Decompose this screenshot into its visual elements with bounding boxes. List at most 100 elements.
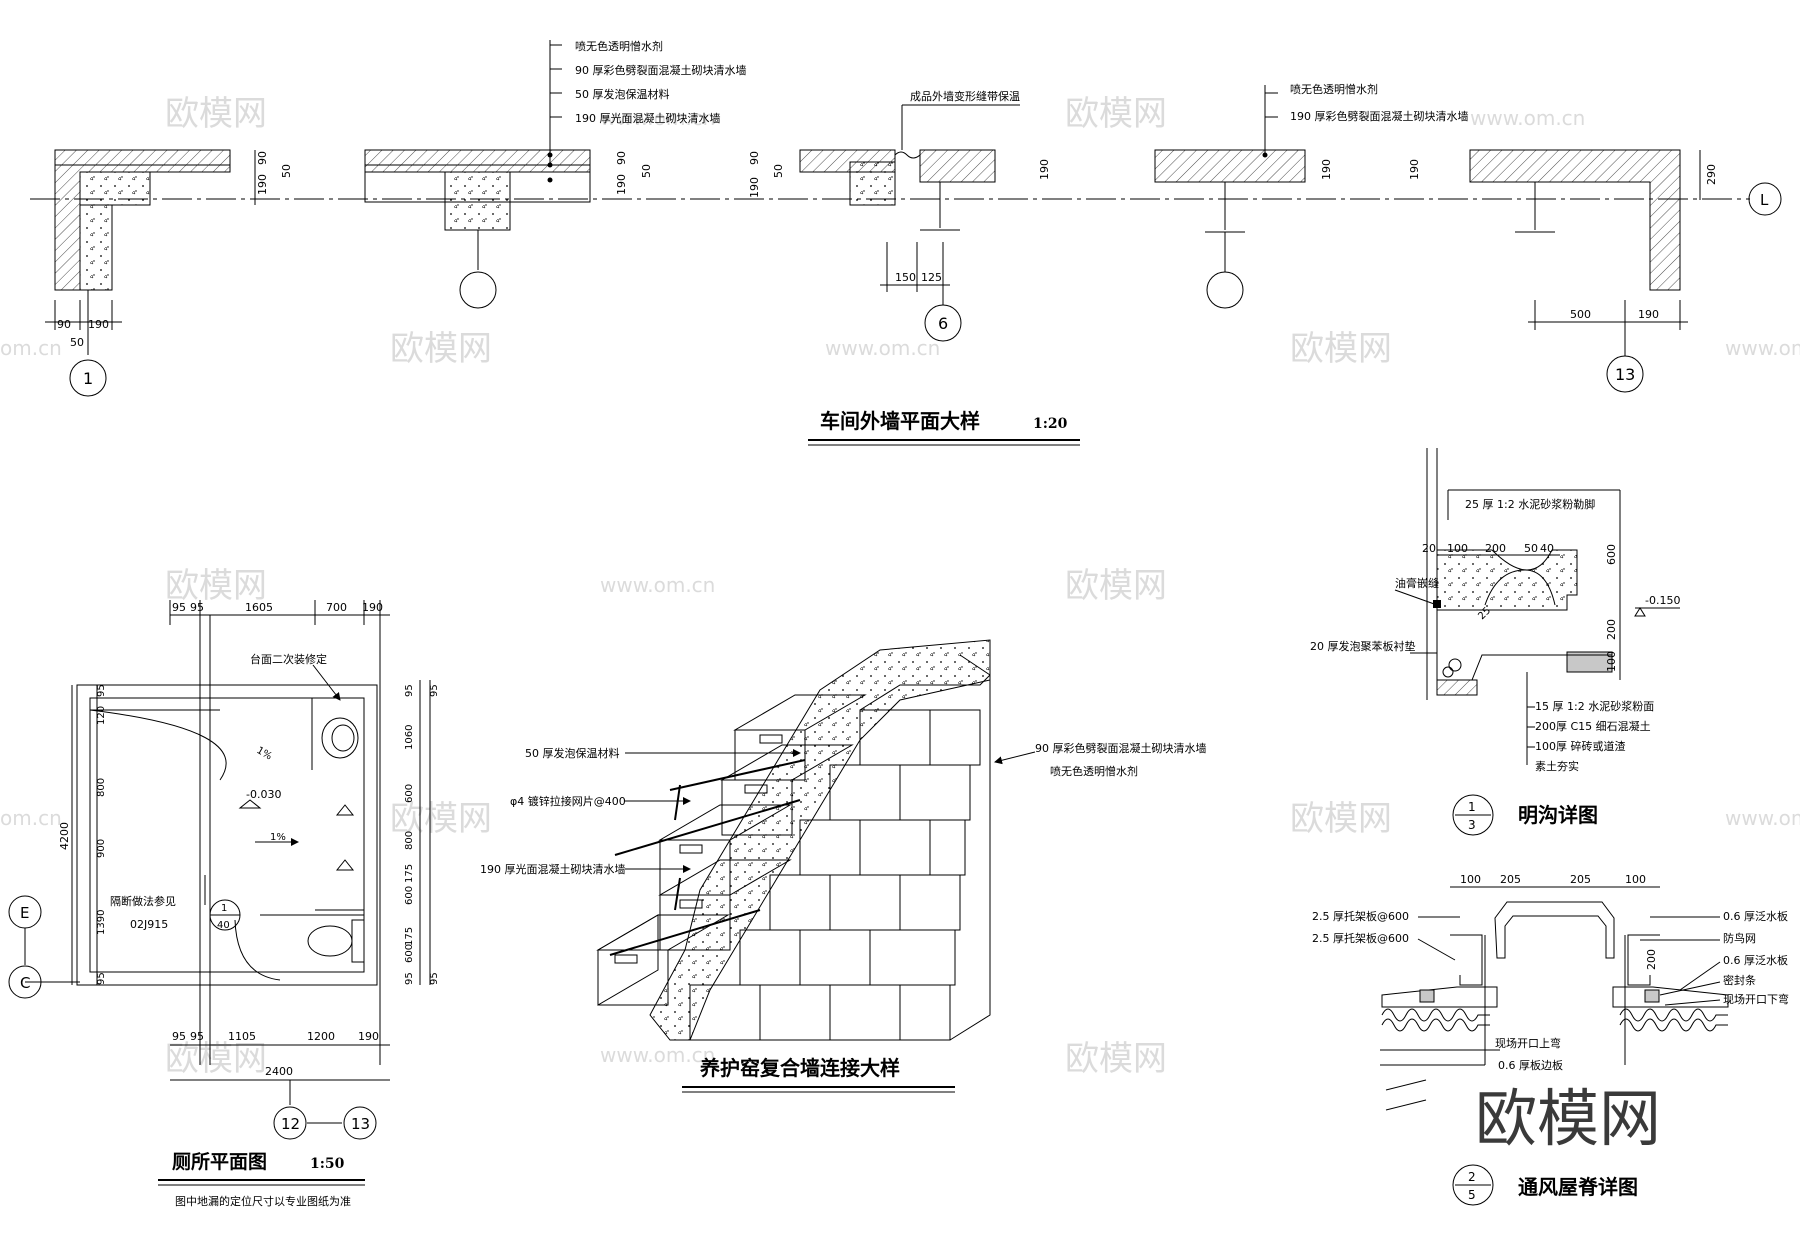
svg-text:1605: 1605	[245, 601, 273, 614]
door-swing-stall	[234, 919, 281, 981]
axis-label-13: 13	[1615, 365, 1635, 384]
callout-wall-layers: 喷无色透明憎水剂 90 厚彩色劈裂面混凝土砌块清水墙 50 厚发泡保温材料 19…	[547, 39, 747, 183]
iso-insulation	[649, 639, 991, 1041]
wall-segment-3b	[919, 149, 996, 183]
watermark-brand: 欧模网	[1065, 1039, 1167, 1079]
wall-plan-detail: 90 190 50 1 90 190 50 90 190 50	[30, 39, 1782, 446]
axis-label-13: 13	[351, 1115, 370, 1133]
svg-text:190: 190	[88, 318, 109, 331]
watermark-brand: 欧模网	[1065, 94, 1167, 134]
svg-text:50 厚发泡保温材料: 50 厚发泡保温材料	[525, 746, 620, 760]
svg-text:15 厚 1:2 水泥砂浆粉面: 15 厚 1:2 水泥砂浆粉面	[1535, 699, 1654, 713]
svg-text:175: 175	[404, 927, 415, 946]
svg-text:3: 3	[1468, 818, 1476, 832]
svg-text:4200: 4200	[58, 822, 71, 850]
watermark-logo: 欧模网	[1475, 1082, 1661, 1155]
axis-label-C: C	[20, 974, 30, 992]
toilet-note: 图中地漏的定位尺寸以专业图纸为准	[175, 1194, 351, 1208]
toilet-outline	[76, 684, 378, 986]
svg-text:密封条: 密封条	[1723, 973, 1756, 987]
svg-text:200: 200	[1485, 542, 1506, 555]
axis-label-L: L	[1760, 191, 1769, 209]
iso-tie	[614, 799, 801, 856]
svg-text:800: 800	[404, 831, 415, 850]
svg-text:20: 20	[1422, 542, 1436, 555]
ditch-concrete	[1436, 549, 1578, 611]
svg-text:95: 95	[96, 972, 107, 985]
iso-tie	[669, 759, 806, 791]
ditch-detail: 20 100 200 50 40 600 200 100 -0.150 25 2…	[1310, 448, 1680, 836]
svg-text:1%: 1%	[255, 745, 274, 762]
wall-plan-scale: 1:20	[1033, 416, 1068, 432]
block-course	[364, 171, 591, 203]
toilet-title: 厕所平面图	[172, 1151, 267, 1173]
svg-text:190: 190	[358, 1030, 379, 1043]
toilet-tank	[351, 919, 365, 963]
svg-text:95: 95	[190, 1030, 204, 1043]
svg-text:喷无色透明憎水剂: 喷无色透明憎水剂	[575, 39, 663, 53]
wall-corner-right	[1469, 149, 1681, 291]
svg-text:190: 190	[615, 174, 628, 195]
axis-label-6: 6	[938, 314, 948, 333]
svg-text:190: 190	[362, 601, 383, 614]
svg-text:200: 200	[1605, 619, 1618, 640]
dims-wall-2: 90 190 50	[615, 151, 653, 195]
svg-text:290: 290	[1705, 164, 1718, 185]
svg-text:900: 900	[96, 839, 107, 858]
watermark-brand: 欧模网	[1290, 799, 1392, 839]
svg-text:02J915: 02J915	[130, 918, 168, 931]
watermark-brand: 欧模网	[165, 566, 267, 606]
svg-text:1390: 1390	[96, 910, 107, 935]
svg-text:500: 500	[1570, 308, 1591, 321]
watermark-brand: 欧模网	[165, 1039, 267, 1079]
door-swing	[89, 709, 227, 781]
svg-text:95: 95	[172, 601, 186, 614]
svg-text:1%: 1%	[270, 832, 286, 843]
watermark-url: www.om.cn	[1725, 336, 1800, 360]
callout-expansion-joint: 成品外墙变形缝带保温	[901, 89, 1020, 150]
svg-text:50: 50	[640, 164, 653, 178]
svg-text:190: 190	[1038, 159, 1051, 180]
wall-segment-2	[364, 149, 591, 173]
svg-text:190 厚光面混凝土砌块清水墙: 190 厚光面混凝土砌块清水墙	[480, 862, 626, 876]
svg-text:200厚 C15 细石混凝土: 200厚 C15 细石混凝土	[1535, 719, 1651, 733]
block-cell	[79, 171, 151, 206]
svg-text:90: 90	[615, 151, 628, 165]
svg-text:20 厚发泡聚苯板衬垫: 20 厚发泡聚苯板衬垫	[1310, 639, 1416, 653]
svg-text:190 厚光面混凝土砌块清水墙: 190 厚光面混凝土砌块清水墙	[575, 111, 721, 125]
watermark-brand: 欧模网	[1290, 329, 1392, 369]
ridge-title: 通风屋脊详图	[1518, 1175, 1638, 1199]
svg-text:100: 100	[1460, 873, 1481, 886]
svg-text:100: 100	[1447, 542, 1468, 555]
watermark-url: www.om.cn	[1470, 106, 1585, 130]
callout-single-wall: 喷无色透明憎水剂 190 厚彩色劈裂面混凝土砌块清水墙	[1262, 82, 1469, 158]
svg-text:-0.150: -0.150	[1645, 594, 1680, 607]
svg-text:40: 40	[1540, 542, 1554, 555]
ditch-title: 明沟详图	[1518, 803, 1598, 827]
svg-text:50: 50	[1524, 542, 1538, 555]
svg-text:95: 95	[96, 684, 107, 697]
svg-text:防鸟网: 防鸟网	[1723, 931, 1756, 945]
svg-text:190: 190	[748, 177, 761, 198]
svg-text:1060: 1060	[404, 725, 415, 750]
svg-text:200: 200	[1645, 949, 1658, 970]
iso-tie	[609, 909, 761, 956]
svg-text:0.6 厚泛水板: 0.6 厚泛水板	[1723, 953, 1788, 967]
svg-text:90: 90	[748, 151, 761, 165]
svg-text:0.6 厚泛水板: 0.6 厚泛水板	[1723, 909, 1788, 923]
axis-bubble-13	[1606, 355, 1644, 393]
iso-blocks-outer	[689, 654, 991, 1041]
pilaster-block	[444, 171, 511, 231]
ridge-detail: 100 205 205 100 200 2.5 厚托架板@600 2.5 厚托架…	[1312, 873, 1789, 1206]
svg-text:90: 90	[256, 151, 269, 165]
dim-190: 190	[1320, 159, 1333, 180]
svg-text:50: 50	[70, 336, 84, 349]
svg-text:600: 600	[404, 944, 415, 963]
svg-text:100: 100	[1605, 651, 1618, 672]
svg-text:175: 175	[404, 864, 415, 883]
svg-text:40: 40	[217, 920, 230, 931]
svg-text:190: 190	[1638, 308, 1659, 321]
urinal-icon	[335, 804, 355, 816]
toilet-scale: 1:50	[310, 1156, 345, 1172]
